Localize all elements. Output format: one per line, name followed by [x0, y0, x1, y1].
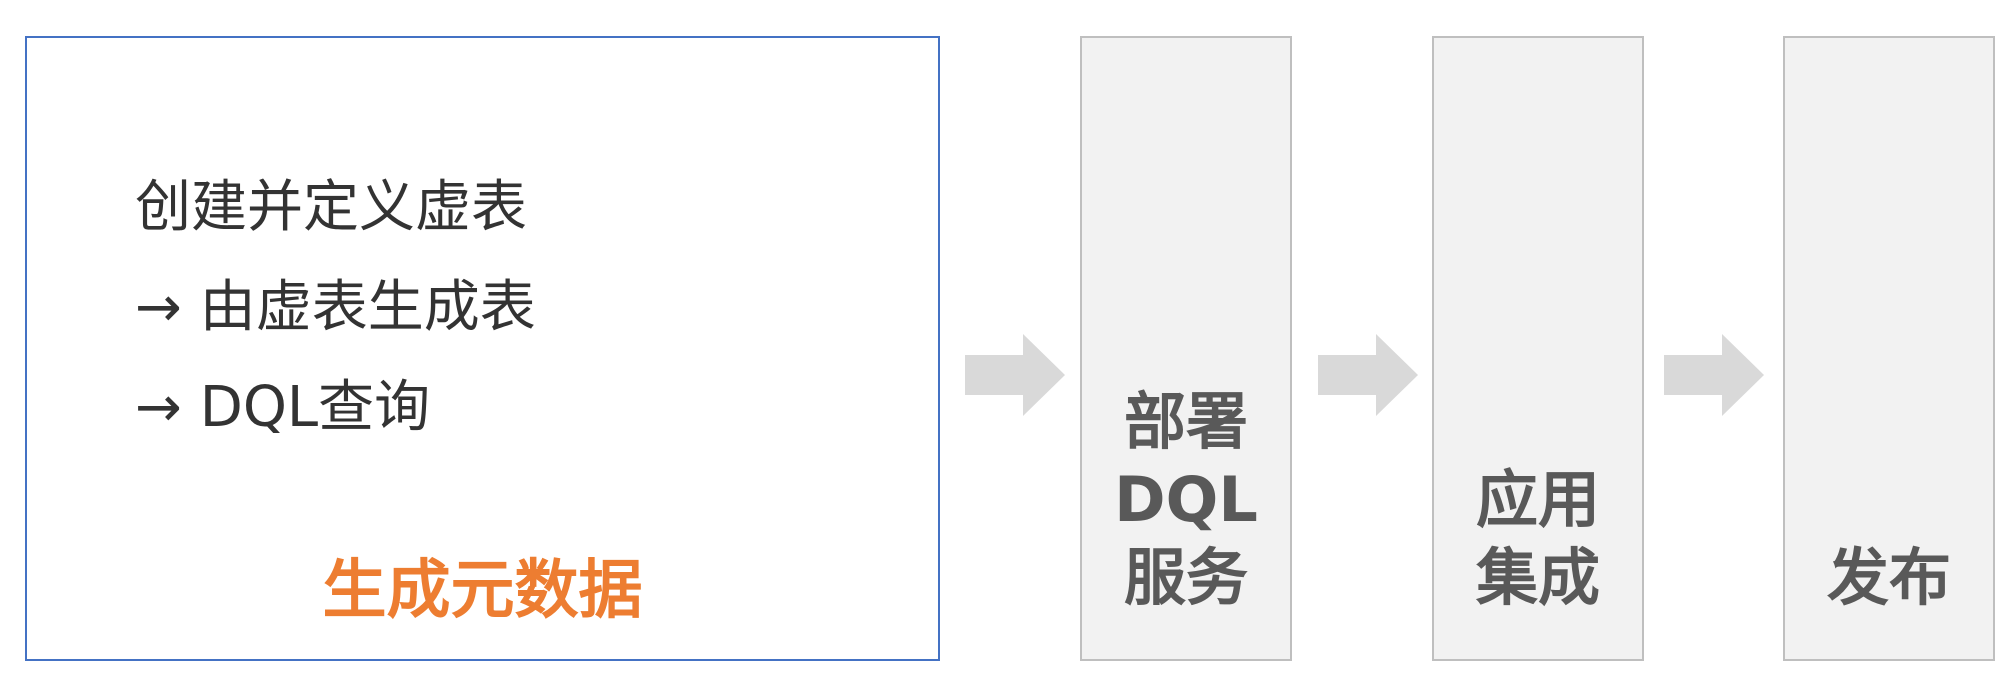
flow-arrow-icon [1664, 334, 1764, 416]
flow-arrow-icon [965, 334, 1065, 416]
step-list: 创建并定义虚表 → 由虚表生成表 → DQL查询 [135, 158, 536, 458]
stage-publish: 发布 [1783, 36, 1995, 661]
stage-publish-label: 发布 [1826, 541, 1951, 614]
metadata-generation-box: 创建并定义虚表 → 由虚表生成表 → DQL查询 生成元数据 [25, 36, 940, 661]
step-create-virtual-table: 创建并定义虚表 [135, 175, 527, 240]
stage-application-integration: 应用 集成 [1432, 36, 1644, 661]
flow-arrow-icon [1318, 334, 1418, 416]
stage-deploy-dql-service: 部署 DQL 服务 [1080, 36, 1292, 661]
step-generate-table: → 由虚表生成表 [135, 275, 536, 340]
metadata-generation-label: 生成元数据 [322, 554, 643, 628]
stage-deploy-dql-service-label: 部署 DQL 服务 [1114, 385, 1258, 614]
step-dql-query: → DQL查询 [135, 375, 431, 440]
stage-application-integration-label: 应用 集成 [1475, 463, 1600, 614]
